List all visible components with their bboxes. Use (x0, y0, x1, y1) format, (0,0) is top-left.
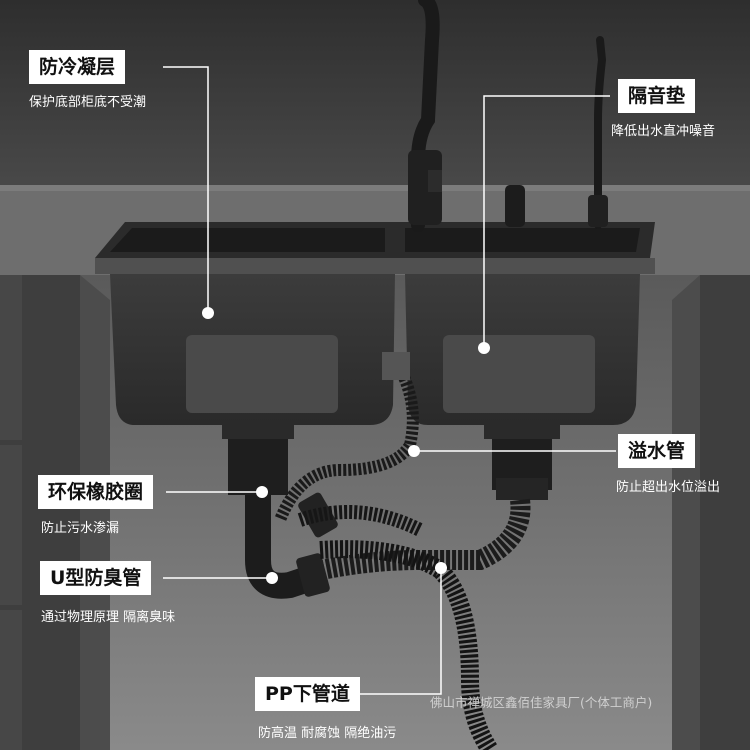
callout-desc-rubber-ring: 防止污水渗漏 (41, 521, 120, 536)
sound-pad-left (186, 335, 338, 413)
callout-dot-rubber-ring (256, 486, 268, 498)
company-watermark: 佛山市禅城区鑫佰佳家具厂(个体工商户) (430, 695, 653, 710)
callout-title-anti-condensation: 防冷凝层 (29, 50, 126, 84)
callout-title-overflow-pipe: 溢水管 (618, 434, 696, 468)
callout-title-u-trap: U型防臭管 (40, 561, 152, 595)
callout-dot-u-trap (266, 572, 278, 584)
callout-desc-anti-condensation: 保护底部柜底不受潮 (29, 95, 147, 110)
callout-title-rubber-ring: 环保橡胶圈 (38, 475, 154, 509)
soap-dispenser (505, 185, 525, 227)
callout-dot-anti-condensation (202, 307, 214, 319)
callout-desc-u-trap: 通过物理原理 隔离臭味 (41, 610, 176, 625)
purifier-tap (594, 36, 607, 229)
pp-pipe-hose (319, 540, 498, 750)
callout-desc-sound-pad: 降低出水直冲噪音 (611, 124, 716, 139)
sound-pad-right (443, 335, 595, 413)
callout-dot-pp-pipe (435, 562, 447, 574)
cabinet-door-right (700, 275, 750, 750)
callout-title-pp-pipe: PP下管道 (255, 677, 360, 711)
leader-lines (163, 66, 616, 695)
overflow-pipe-hose (274, 356, 419, 523)
callout-desc-overflow-pipe: 防止超出水位溢出 (616, 480, 721, 495)
callout-dot-overflow-pipe (408, 445, 420, 457)
callout-title-sound-pad: 隔音垫 (618, 79, 696, 113)
callout-desc-pp-pipe: 防高温 耐腐蚀 隔绝油污 (258, 726, 397, 741)
callout-dot-sound-pad (478, 342, 490, 354)
